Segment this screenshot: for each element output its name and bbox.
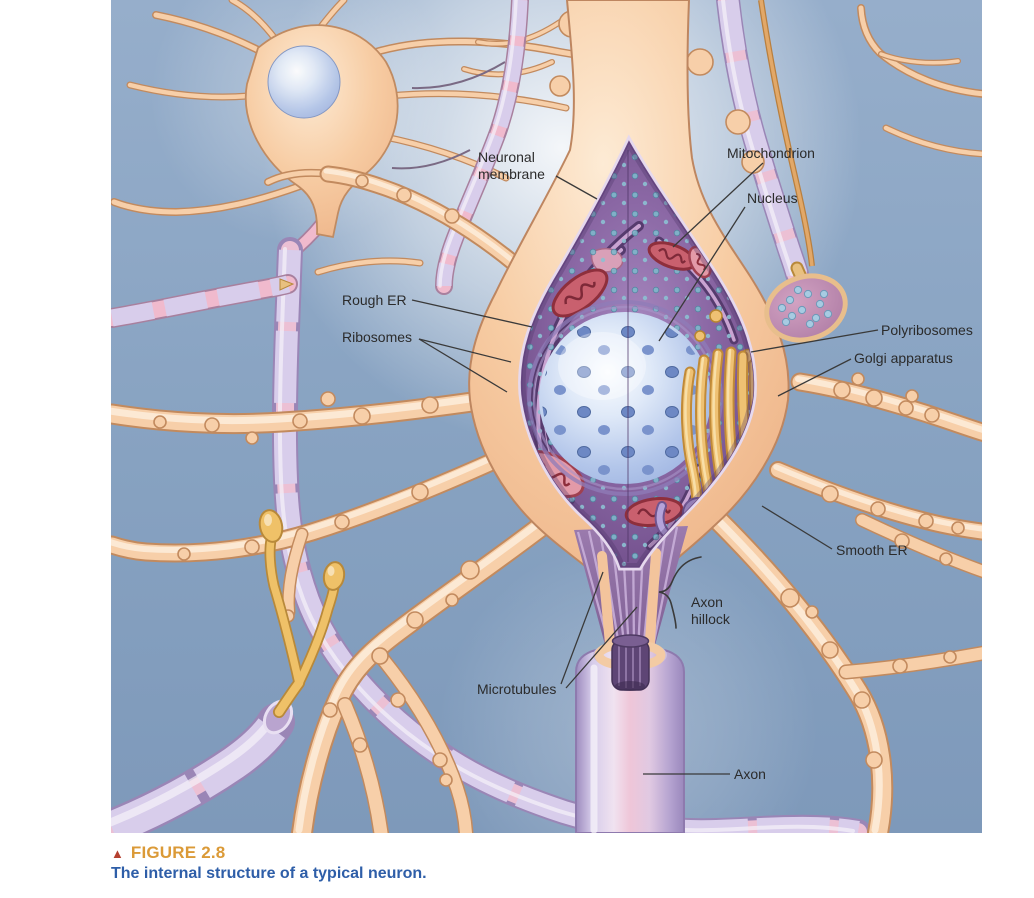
figure-title: The internal structure of a typical neur… — [111, 865, 427, 882]
label-golgi-apparatus: Golgi apparatus — [854, 350, 953, 366]
background-neuron — [114, 0, 706, 247]
label-polyribosomes: Polyribosomes — [881, 322, 973, 338]
background-neuron-nucleus — [267, 45, 341, 119]
label-rough-er: Rough ER — [342, 292, 407, 308]
label-microtubules: Microtubules — [477, 681, 557, 697]
label-axon-hillock: Axon hillock — [691, 594, 730, 627]
nucleus — [527, 300, 723, 496]
soma — [468, 0, 790, 660]
label-neuronal-membrane: Neuronal membrane — [478, 149, 545, 182]
figure-marker-triangle: ▲ — [111, 845, 124, 861]
figure-caption: ▲ FIGURE 2.8 The internal structure of a… — [111, 843, 427, 883]
cutaway-interior — [518, 134, 757, 571]
label-smooth-er: Smooth ER — [836, 542, 908, 558]
label-axon: Axon — [734, 766, 766, 782]
axon-terminal — [258, 509, 346, 718]
axon — [575, 634, 685, 833]
axon-hillock — [574, 526, 688, 660]
label-ribosomes: Ribosomes — [342, 329, 413, 345]
axon-hillock-brace — [658, 556, 702, 629]
synaptic-bouton — [764, 261, 848, 343]
label-nucleus: Nucleus — [747, 190, 798, 206]
nuclear-pores — [542, 315, 708, 481]
leader-lines — [411, 162, 879, 775]
figure-number: FIGURE 2.8 — [130, 843, 226, 862]
synaptic-vesicles — [777, 285, 833, 329]
microtubule-bundle — [611, 634, 650, 691]
label-mitochondrion: Mitochondrion — [727, 145, 815, 161]
